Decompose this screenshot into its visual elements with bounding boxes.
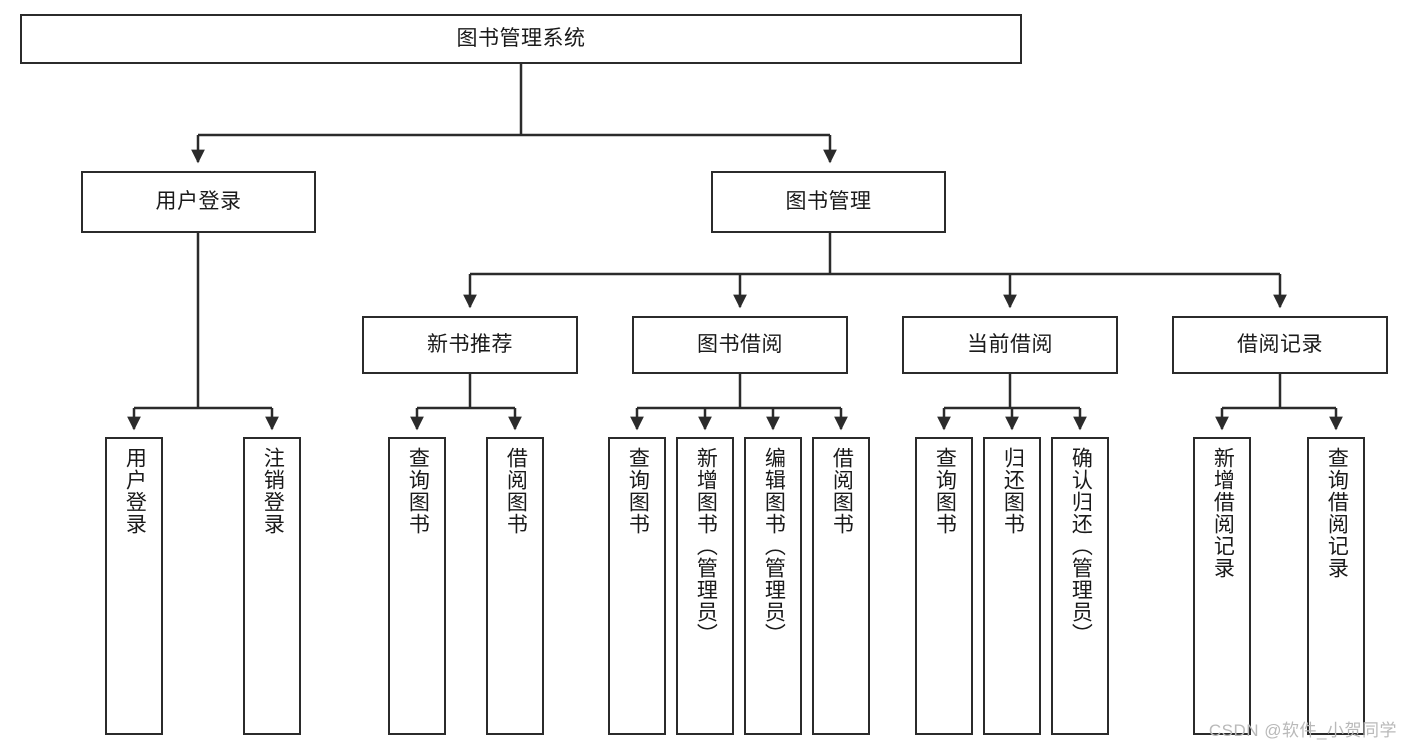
node-borrow-record[interactable]: 借阅记录 [1172,316,1388,374]
node-label-leaf-edit-book-admin: 编辑图书（管理员） [762,447,786,645]
node-leaf-logout-login[interactable]: 注销登录 [243,437,301,735]
node-label-book-management: 图书管理 [785,189,872,213]
node-label-leaf-borrow-book-1: 借阅图书 [504,447,528,535]
node-label-leaf-return-book: 归还图书 [1001,447,1025,535]
node-user-login[interactable]: 用户登录 [81,171,316,233]
node-leaf-query-book-2[interactable]: 查询图书 [608,437,666,735]
node-label-user-login: 用户登录 [155,189,242,213]
node-label-root: 图书管理系统 [456,26,586,50]
node-leaf-borrow-book-2[interactable]: 借阅图书 [812,437,870,735]
node-leaf-borrow-book-1[interactable]: 借阅图书 [486,437,544,735]
node-leaf-query-book-3[interactable]: 查询图书 [915,437,973,735]
node-leaf-confirm-return-admin[interactable]: 确认归还（管理员） [1051,437,1109,735]
node-label-leaf-confirm-return-admin: 确认归还（管理员） [1069,447,1093,645]
node-leaf-add-borrow-record[interactable]: 新增借阅记录 [1193,437,1251,735]
node-label-leaf-add-borrow-record: 新增借阅记录 [1211,447,1235,579]
node-label-leaf-query-book-3: 查询图书 [933,447,957,535]
node-label-current-borrow: 当前借阅 [967,332,1053,356]
node-leaf-query-borrow-record[interactable]: 查询借阅记录 [1307,437,1365,735]
node-leaf-edit-book-admin[interactable]: 编辑图书（管理员） [744,437,802,735]
node-label-leaf-borrow-book-2: 借阅图书 [830,447,854,535]
node-book-management[interactable]: 图书管理 [711,171,946,233]
node-label-new-book-recommend: 新书推荐 [427,332,513,356]
node-label-book-borrow: 图书借阅 [697,332,783,356]
node-book-borrow[interactable]: 图书借阅 [632,316,848,374]
node-label-leaf-query-book-1: 查询图书 [406,447,430,535]
node-label-borrow-record: 借阅记录 [1237,332,1323,356]
node-label-leaf-query-borrow-record: 查询借阅记录 [1325,447,1349,579]
node-book-management-system[interactable]: 图书管理系统 [20,14,1022,64]
node-leaf-return-book[interactable]: 归还图书 [983,437,1041,735]
node-label-leaf-user-login: 用户登录 [123,447,147,535]
node-label-leaf-add-book-admin: 新增图书（管理员） [694,447,718,645]
csdn-watermark: CSDN @软件_小贺同学 [1208,721,1397,740]
node-current-borrow[interactable]: 当前借阅 [902,316,1118,374]
node-leaf-user-login[interactable]: 用户登录 [105,437,163,735]
node-leaf-query-book-1[interactable]: 查询图书 [388,437,446,735]
node-label-leaf-query-book-2: 查询图书 [626,447,650,535]
node-leaf-add-book-admin[interactable]: 新增图书（管理员） [676,437,734,735]
node-new-book-recommend[interactable]: 新书推荐 [362,316,578,374]
node-label-leaf-logout-login: 注销登录 [261,447,285,535]
